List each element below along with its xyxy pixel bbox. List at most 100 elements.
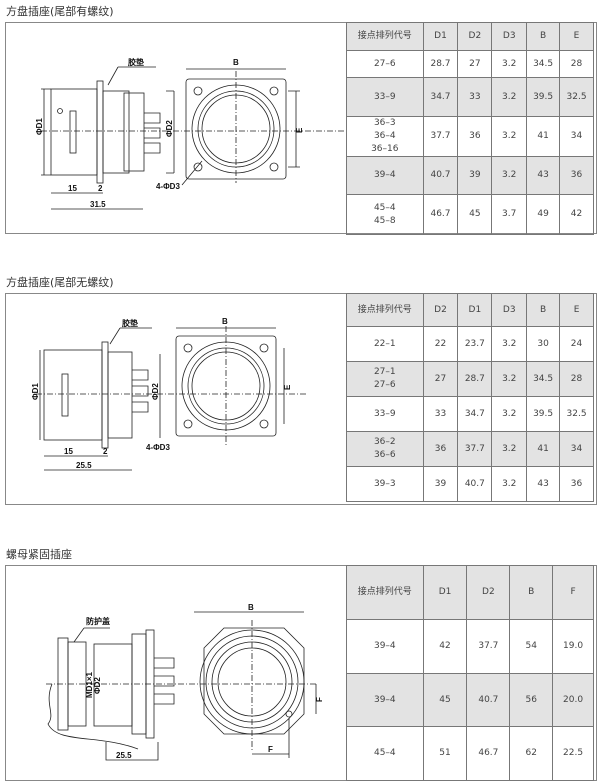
value-cell: 28.7 — [422, 50, 459, 78]
arrangement-code: 36–2 — [373, 437, 396, 447]
dim-2: 2 — [103, 447, 108, 456]
value-cell: 54 — [509, 619, 554, 674]
e-label: E — [283, 384, 292, 390]
arrangement-code: 45–4 — [373, 202, 396, 213]
arrangement-code: 36–4 — [373, 131, 396, 141]
d1-label: ΦD1 — [35, 118, 44, 135]
value-cell: 33 — [422, 396, 459, 432]
value-cell: 40.7 — [466, 673, 511, 727]
column-header: F — [552, 565, 594, 620]
column-header: E — [559, 22, 594, 51]
arrangement-code: 39–4 — [373, 641, 396, 651]
value-cell: 32.5 — [559, 396, 594, 432]
arrangement-code: 36–16 — [371, 144, 399, 154]
arrangement-code: 39–4 — [373, 170, 396, 180]
f-vertical-label: F — [315, 697, 324, 702]
value-cell: 3.2 — [491, 77, 528, 117]
value-cell: 24 — [559, 326, 594, 362]
value-cell: 36 — [422, 431, 459, 467]
column-header: B — [526, 22, 561, 51]
value-cell: 42 — [422, 619, 468, 674]
contact-arrangement-cell: 45–4 — [346, 726, 424, 781]
arrangement-code: 39–3 — [373, 478, 396, 489]
value-cell: 39 — [457, 156, 493, 195]
arrangement-code: 36–6 — [373, 450, 396, 460]
value-cell: 37.7 — [457, 431, 493, 467]
value-cell: 23.7 — [457, 326, 493, 362]
column-header: D1 — [457, 293, 493, 327]
section-title-3: 螺母紧固插座 — [6, 548, 72, 561]
column-header: D3 — [491, 22, 528, 51]
contact-arrangement-cell: 22–1 — [346, 326, 424, 362]
value-cell: 62 — [509, 726, 554, 781]
column-header: 接点排列代号 — [346, 565, 424, 620]
arrangement-code: 45–8 — [373, 215, 396, 226]
value-cell: 3.2 — [491, 431, 528, 467]
arrangement-code: 27–1 — [373, 367, 396, 377]
b-label: B — [233, 58, 239, 67]
column-header: 接点排列代号 — [346, 22, 424, 51]
connector-drawing-1: 胶垫 ΦD1 ΦD2 B E 4-ΦD3 15 2 31.5 — [35, 57, 346, 210]
b-label: B — [248, 603, 254, 612]
value-cell: 41 — [526, 431, 561, 467]
value-cell: 34.5 — [526, 50, 561, 78]
contact-arrangement-cell: 36–2 36–6 — [346, 431, 424, 467]
value-cell: 39.5 — [526, 396, 561, 432]
column-header: D2 — [457, 22, 493, 51]
column-header: D2 — [466, 565, 511, 620]
value-cell: 32.5 — [559, 77, 594, 117]
value-cell: 22.5 — [552, 726, 594, 781]
dim-total: 25.5 — [116, 751, 132, 760]
arrangement-code: 45–4 — [373, 748, 396, 758]
holes-label: 4-ΦD3 — [156, 182, 180, 191]
value-cell: 34.7 — [457, 396, 493, 432]
value-cell: 34.7 — [422, 77, 459, 117]
value-cell: 3.2 — [491, 326, 528, 362]
value-cell: 34.5 — [526, 361, 561, 397]
value-cell: 36 — [457, 116, 493, 157]
holes-label: 4-ΦD3 — [146, 443, 170, 452]
b-label: B — [222, 317, 228, 326]
value-cell: 45 — [422, 673, 468, 727]
value-cell: 40.7 — [457, 466, 493, 502]
contact-arrangement-cell: 27–1 27–6 — [346, 361, 424, 397]
dim-total: 25.5 — [76, 461, 92, 470]
arrangement-code: 33–9 — [373, 408, 396, 419]
value-cell: 46.7 — [466, 726, 511, 781]
value-cell: 3.7 — [491, 194, 528, 235]
contact-arrangement-cell: 27–6 — [346, 50, 424, 78]
d1-label: ΦD1 — [31, 383, 40, 400]
column-header: E — [559, 293, 594, 327]
value-cell: 3.2 — [491, 396, 528, 432]
value-cell: 3.2 — [491, 50, 528, 78]
d2-label: ΦD2 — [165, 120, 174, 137]
column-header: D1 — [422, 22, 459, 51]
thread-label: MD1×1 — [85, 671, 94, 698]
connector-drawing-3: 防护盖 MD1×1 ΦD2 B F F 25.5 — [46, 603, 324, 761]
contact-arrangement-cell: 45–4 45–8 — [346, 194, 424, 235]
value-cell: 3.2 — [491, 116, 528, 157]
value-cell: 3.2 — [491, 466, 528, 502]
value-cell: 40.7 — [422, 156, 459, 195]
f-horizontal-label: F — [268, 745, 273, 754]
column-header: B — [509, 565, 554, 620]
contact-arrangement-cell: 39–4 — [346, 673, 424, 727]
arrangement-code: 27–6 — [373, 380, 396, 390]
cap-label: 防护盖 — [86, 616, 110, 626]
column-header: D1 — [422, 565, 468, 620]
value-cell: 19.0 — [552, 619, 594, 674]
value-cell: 20.0 — [552, 673, 594, 727]
e-label: E — [295, 127, 304, 133]
